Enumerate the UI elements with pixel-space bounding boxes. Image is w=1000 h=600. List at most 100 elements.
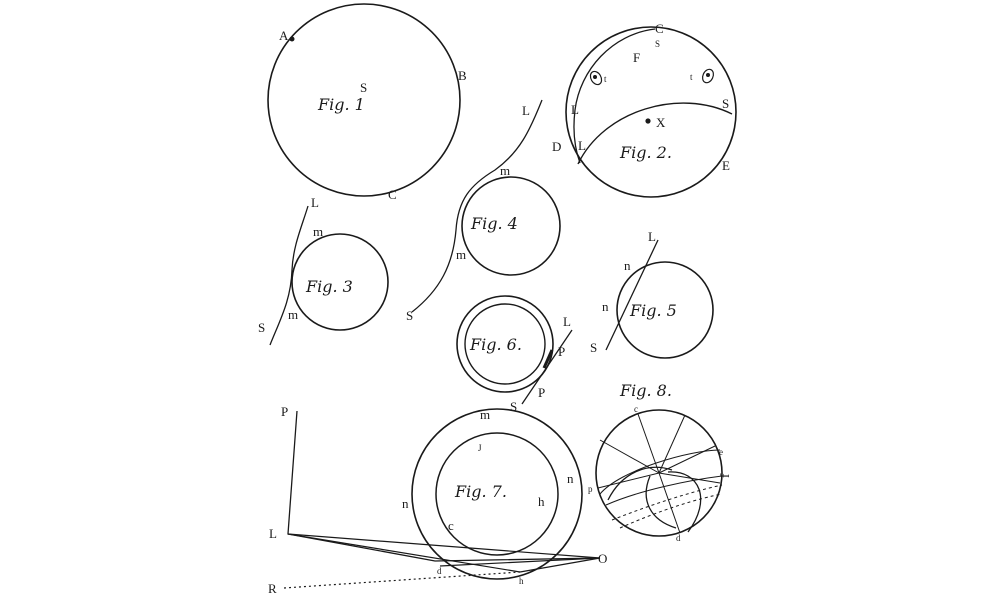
figure-3: L m m S Fig. 3 bbox=[258, 195, 389, 346]
fig8-caption: Fig. 8. bbox=[619, 381, 672, 400]
fig8-label-e: e bbox=[719, 447, 723, 457]
fig3-circle bbox=[291, 233, 389, 331]
fig2-boundary-curve bbox=[577, 102, 733, 165]
fig5-ray bbox=[605, 239, 659, 351]
fig7-ray-pl bbox=[287, 410, 601, 562]
fig8-arc-bottom bbox=[645, 475, 677, 529]
fig5-label-s: S bbox=[590, 340, 597, 355]
fig2-spot-right bbox=[701, 68, 715, 84]
fig6-label-l: L bbox=[563, 314, 571, 329]
figure-2: C S F t t L S X D L E Fig. 2. bbox=[552, 21, 737, 198]
fig7-label-inner-top: J bbox=[478, 443, 482, 453]
fig2-label-s-top: S bbox=[655, 39, 660, 49]
figure-1: A B C S Fig. 1 bbox=[267, 3, 467, 202]
fig3-label-m-top: m bbox=[313, 224, 323, 239]
fig3-label-s: S bbox=[258, 320, 265, 335]
fig2-inner-arc bbox=[573, 28, 656, 164]
fig8-chord-middle bbox=[605, 475, 723, 506]
fig7-ray-lh bbox=[287, 533, 521, 573]
fig8-label-mark: f bbox=[717, 473, 732, 478]
fig7-label-h-bottom: h bbox=[519, 576, 524, 586]
fig2-caption: Fig. 2. bbox=[619, 143, 672, 162]
fig8-label-d: d bbox=[676, 533, 681, 543]
fig7-inner-circle bbox=[435, 432, 559, 556]
fig1-label-b: B bbox=[458, 68, 467, 83]
fig5-label-n-top: n bbox=[624, 258, 631, 273]
fig3-label-l: L bbox=[311, 195, 319, 210]
fig2-label-t-right: t bbox=[690, 72, 693, 82]
fig4-label-s: S bbox=[406, 308, 413, 323]
fig2-label-c: C bbox=[655, 21, 664, 36]
fig8-label-c: c bbox=[634, 404, 638, 414]
figure-7: P L R m n n J h c d h O Fig. 7. bbox=[268, 404, 607, 596]
fig8-label-p: p bbox=[588, 484, 593, 494]
fig6-inner-circle bbox=[464, 303, 546, 385]
fig1-point-a bbox=[289, 36, 295, 42]
fig6-label-s: S bbox=[510, 399, 517, 414]
fig2-spot-left bbox=[589, 70, 603, 86]
fig7-label-c: c bbox=[448, 518, 454, 533]
fig8-arc-left bbox=[607, 466, 673, 501]
fig7-label-h: h bbox=[538, 494, 545, 509]
fig2-label-f: F bbox=[633, 50, 640, 65]
fig2-label-t-left: t bbox=[604, 74, 607, 84]
fig7-label-r: R bbox=[268, 581, 277, 596]
fig1-circle bbox=[267, 3, 461, 197]
fig4-label-m-top: m bbox=[500, 163, 510, 178]
fig2-label-l-lower: L bbox=[578, 138, 586, 153]
fig7-label-d: d bbox=[437, 566, 442, 576]
fig1-label-s: S bbox=[360, 80, 367, 95]
fig2-circle bbox=[565, 26, 737, 198]
fig6-ray bbox=[521, 329, 573, 405]
fig7-label-n-right: n bbox=[567, 471, 574, 486]
fig6-label-p-bottom: P bbox=[538, 385, 545, 400]
fig1-label-a: A bbox=[279, 28, 289, 43]
fig7-outer-circle bbox=[411, 408, 583, 580]
fig2-label-l-upper: L bbox=[571, 102, 579, 117]
fig5-label-n-bottom: n bbox=[602, 299, 609, 314]
fig5-caption: Fig. 5 bbox=[629, 301, 677, 320]
fig1-label-c: C bbox=[388, 187, 397, 202]
fig2-label-d: D bbox=[552, 139, 561, 154]
fig8-radii bbox=[597, 413, 721, 534]
fig7-label-p: P bbox=[281, 404, 288, 419]
fig2-label-s-right: S bbox=[722, 96, 729, 111]
fig6-label-p-top: P bbox=[558, 344, 565, 359]
fig7-label-o: O bbox=[598, 551, 607, 566]
fig8-chord-dotted-2 bbox=[619, 493, 723, 529]
fig3-caption: Fig. 3 bbox=[305, 277, 353, 296]
fig1-caption: Fig. 1 bbox=[317, 95, 365, 114]
fig8-arc-right bbox=[667, 471, 702, 533]
fig4-label-m-bottom: m bbox=[456, 247, 466, 262]
fig8-chord-dotted-1 bbox=[611, 484, 723, 521]
fig2-point-x bbox=[645, 118, 651, 124]
fig3-ray bbox=[269, 205, 309, 346]
figure-8: c p d e f Fig. 8. bbox=[588, 381, 732, 543]
fig7-ray-r-dotted bbox=[283, 571, 521, 589]
fig4-ray bbox=[411, 99, 543, 313]
fig3-label-m-bottom: m bbox=[288, 307, 298, 322]
fig2-label-e: E bbox=[722, 158, 730, 173]
figure-4: L m m S Fig. 4 bbox=[406, 99, 561, 323]
figure-5: L n n S Fig. 5 bbox=[590, 229, 714, 359]
fig4-caption: Fig. 4 bbox=[470, 214, 518, 233]
fig4-label-l: L bbox=[522, 103, 530, 118]
fig7-ray-lo bbox=[287, 533, 601, 559]
fig5-label-l: L bbox=[648, 229, 656, 244]
fig7-label-l: L bbox=[269, 526, 277, 541]
fig7-label-m: m bbox=[480, 407, 490, 422]
fig5-circle bbox=[616, 261, 714, 359]
fig6-caption: Fig. 6. bbox=[469, 335, 522, 354]
fig8-chord-upper bbox=[599, 449, 721, 495]
fig7-caption: Fig. 7. bbox=[454, 482, 507, 501]
fig7-ray-do bbox=[439, 557, 601, 567]
fig7-label-n-left: n bbox=[402, 496, 409, 511]
fig6-contact-mark bbox=[542, 349, 554, 369]
figure-6: L P P S Fig. 6. bbox=[456, 295, 573, 414]
fig4-circle bbox=[461, 176, 561, 276]
fig8-circle bbox=[595, 409, 723, 537]
fig7-ray-ho bbox=[519, 557, 601, 573]
fig6-outer-circle bbox=[456, 295, 554, 393]
fig2-label-x: X bbox=[656, 115, 666, 130]
